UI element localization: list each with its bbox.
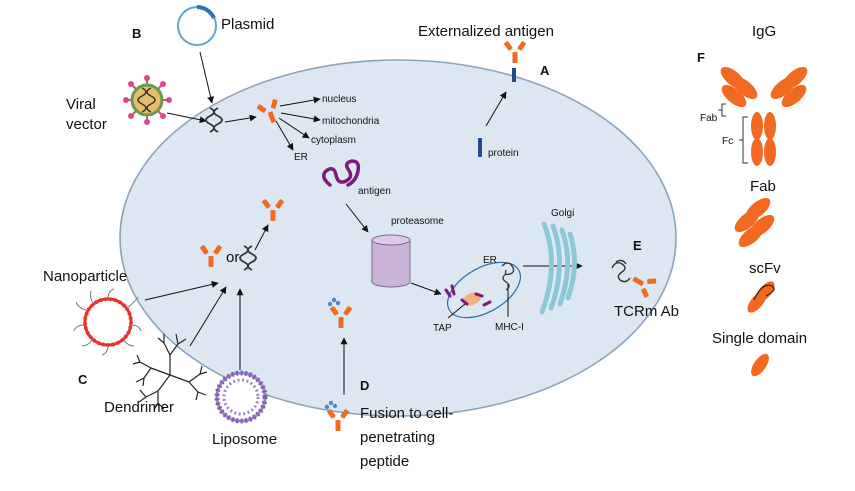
- antibody-icon: [256, 99, 278, 123]
- antibody-icon: [632, 276, 657, 298]
- dendrimer-icon: [132, 333, 208, 411]
- arrow-dendrimer-in: [189, 286, 227, 347]
- arrow-to-er: [275, 120, 294, 151]
- dna-icon: [239, 245, 257, 271]
- dna-icon: [205, 107, 223, 133]
- antibody-icon: [262, 199, 284, 221]
- arrow-dna-to-antibody: [224, 114, 257, 123]
- label-letter-a: A: [540, 63, 550, 78]
- arrow-to-cytoplasm: [278, 117, 310, 139]
- dendrimer-label: Dendrimer: [104, 399, 174, 416]
- single-domain-icon: [751, 353, 769, 377]
- cytoplasm-label: cytoplasm: [311, 135, 356, 146]
- igg-icon: [720, 66, 808, 166]
- mitochondria-label: mitochondria: [322, 116, 380, 127]
- plasmid-label: Plasmid: [221, 16, 274, 33]
- externalized-antigen-label: Externalized antigen: [418, 23, 554, 40]
- protein-icon: [478, 138, 482, 157]
- scfv-label: scFv: [749, 260, 781, 277]
- fusion-label-line3: peptide: [360, 453, 409, 470]
- peptide-icon: [324, 400, 338, 410]
- arrow-protein-to-surface: [485, 91, 507, 127]
- arrow-to-intracellular-antibody: [254, 224, 269, 251]
- arrow-antigen-to-proteasome: [345, 203, 369, 233]
- tap-pointer: [447, 303, 466, 319]
- arrow-plasmid-to-dna: [199, 51, 214, 104]
- mhc-label: MHC-I: [495, 322, 524, 333]
- tcrm-label: TCRm Ab: [614, 303, 679, 320]
- tap-label: TAP: [433, 323, 452, 334]
- single-domain-label: Single domain: [712, 330, 807, 347]
- peptide-icon: [322, 159, 361, 187]
- arrow-to-mitochondria: [280, 112, 321, 123]
- liposome-icon: [214, 370, 268, 424]
- fab-label: Fab: [750, 178, 776, 195]
- antibody-icon: [330, 306, 352, 328]
- arrow-proteasome-to-er: [410, 282, 442, 296]
- antigen-label: antigen: [358, 186, 391, 197]
- golgi-label: Golgi: [551, 208, 574, 219]
- arrow-to-nucleus: [279, 96, 321, 107]
- antibody-icon: [327, 409, 349, 431]
- peptide-icon: [327, 297, 341, 307]
- fab-bracket: [718, 103, 726, 117]
- label-letter-b: B: [132, 26, 141, 41]
- viral-vector-label-line1: Viral: [66, 96, 96, 113]
- igg-label: IgG: [752, 23, 776, 40]
- or-label: or: [226, 249, 239, 266]
- liposome-label: Liposome: [212, 431, 277, 448]
- fusion-label-line2: penetrating: [360, 429, 435, 446]
- antibody-icon: [200, 245, 222, 267]
- plasmid-icon: [177, 5, 217, 46]
- arrow-nanoparticle-in: [144, 281, 219, 301]
- er-top-label: ER: [294, 152, 308, 163]
- viral-vector-label-line2: vector: [66, 116, 107, 133]
- fab-small-label: Fab: [700, 113, 718, 124]
- er-mid-label: ER: [483, 255, 497, 266]
- nanoparticle-icon: [73, 288, 142, 356]
- fc-bracket: [739, 116, 748, 164]
- label-letter-e: E: [633, 238, 642, 253]
- fab-icon: [734, 197, 775, 248]
- label-letter-c: C: [78, 372, 88, 387]
- nucleus-label: nucleus: [322, 94, 356, 105]
- proteasome-icon: [371, 234, 411, 288]
- viral-vector-icon: [123, 75, 172, 125]
- proteasome-label: proteasome: [391, 216, 444, 227]
- arrow-virus-to-dna: [166, 112, 207, 124]
- label-letter-f: F: [697, 50, 705, 65]
- protein-icon: [512, 68, 516, 82]
- label-letter-d: D: [360, 378, 369, 393]
- golgi-icon: [539, 221, 578, 315]
- antibody-icon: [504, 41, 526, 63]
- protein-label: protein: [488, 148, 519, 159]
- fusion-label-line1: Fusion to cell-: [360, 405, 453, 422]
- fc-small-label: Fc: [722, 136, 733, 147]
- mhc-surface-icon: [611, 259, 631, 283]
- scfv-icon: [747, 281, 775, 313]
- nanoparticle-label: Nanoparticle: [43, 268, 127, 285]
